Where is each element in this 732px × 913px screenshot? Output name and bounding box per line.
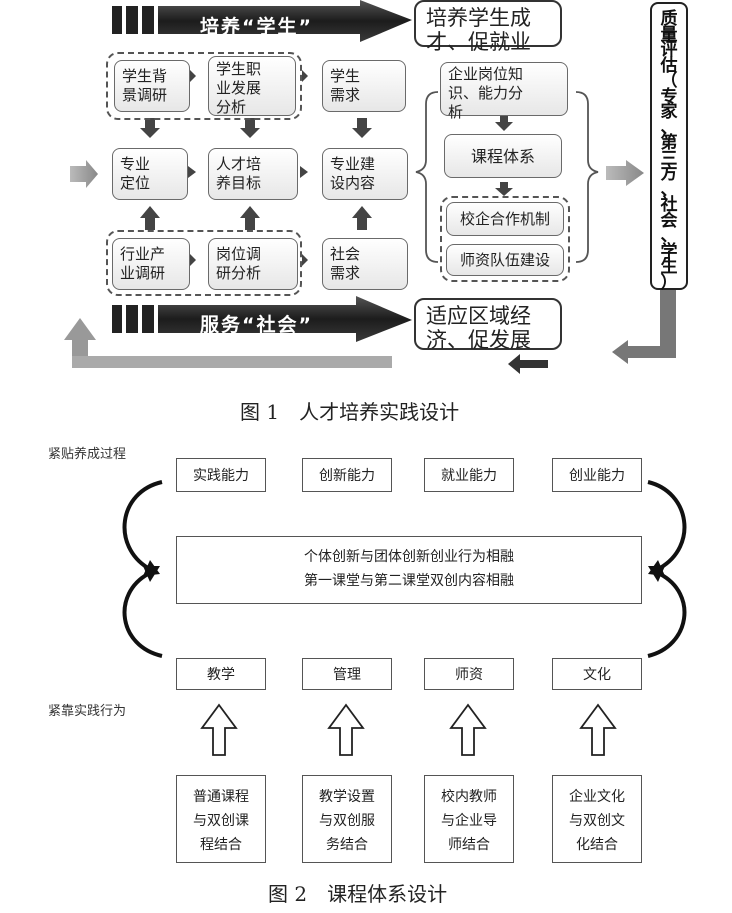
evaluation-char: 量 (660, 24, 678, 45)
evaluation-char: 方 (660, 164, 678, 184)
ability-innovation: 创新能力 (302, 458, 392, 492)
post-research-box: 岗位调 研分析 (208, 238, 298, 290)
label-practice-behavior: 紧靠实践行为 (48, 704, 127, 719)
evaluation-char: 生 (660, 257, 678, 277)
social-demand-box: 社会 需求 (322, 238, 408, 290)
cooperation-box: 校企合作机制 (446, 202, 564, 236)
hollow-up-arrows (200, 703, 617, 756)
ability-employment: 就业能力 (424, 458, 514, 492)
integration-line-1: 个体创新与团体创新创业行为相融 (304, 549, 514, 565)
feedback-arrow (612, 290, 676, 364)
base-course-combination: 普通课程 与双创课 程结合 (176, 775, 266, 863)
base-teacher-combination: 校内教师 与企业导 师结合 (424, 775, 514, 863)
evaluation-char: 三 (660, 148, 678, 169)
top-band-arrow (112, 0, 412, 42)
left-brace (415, 91, 439, 263)
dashed-group-right (440, 196, 570, 282)
figure1-caption: 图 1 人才培养实践设计 (240, 400, 460, 424)
ability-practice: 实践能力 (176, 458, 266, 492)
base-culture-combination: 企业文化 与双创文 化结合 (552, 775, 642, 863)
pillar-faculty: 师资 (424, 658, 514, 690)
base-service-combination: 教学设置 与双创服 务结合 (302, 775, 392, 863)
construction-content-box: 专业建 设内容 (322, 148, 408, 200)
evaluation-char: 学 (660, 241, 678, 262)
evaluation-char: 质 (660, 9, 678, 29)
goal-bottom-box: 适应区域经 济、促发展 (414, 298, 562, 352)
evaluation-char: 第 (660, 133, 678, 153)
curve-arrow-left-bottom (122, 572, 163, 658)
dashed-group-bottom (106, 230, 302, 296)
industry-research-box: 行业产 业调研 (112, 238, 190, 290)
pillar-teaching: 教学 (176, 658, 266, 690)
training-goal-box: 人才培 养目标 (208, 148, 298, 200)
goal-top-box: 培养学生成 才、促就业 (414, 0, 562, 54)
evaluation-char: ） (660, 272, 678, 293)
label-cultivation-process: 紧贴养成过程 (48, 447, 127, 462)
input-arrow (70, 160, 98, 188)
band-bottom-label: 服务“社会” (200, 314, 313, 336)
evaluation-char: 专 (660, 86, 678, 107)
enterprise-knowledge-box: 企业岗位知 识、能力分 析 (440, 62, 568, 121)
evaluation-char: 会 (660, 210, 678, 231)
evaluation-char: 、 (660, 117, 678, 138)
faculty-box: 师资队伍建设 (446, 244, 564, 276)
curve-arrow-left-top (122, 480, 163, 570)
student-demand-box: 学生 需求 (322, 60, 406, 112)
figure2-caption: 图 2 课程体系设计 (268, 882, 448, 906)
small-back-arrow (508, 354, 548, 374)
evaluation-char: 估 (660, 55, 678, 76)
ability-entrepreneurship: 创业能力 (552, 458, 642, 492)
evaluation-char: 、 (660, 226, 678, 246)
integration-box: 个体创新与团体创新创业行为相融 第一课堂与第二课堂双创内容相融 (176, 536, 642, 604)
loop-bottom-bar (72, 356, 392, 368)
bottom-band-arrow (112, 296, 412, 342)
right-brace (575, 91, 599, 263)
student-career-box: 学生职 业发展 分析 (208, 56, 296, 116)
evaluation-char: 家 (660, 102, 678, 122)
curriculum-box: 课程体系 (444, 134, 562, 178)
right-arrows-row2 (188, 70, 308, 266)
evaluation-char: （ (660, 71, 678, 91)
evaluation-char: 评 (660, 40, 678, 60)
quality-evaluation-box: 质量评估（专家、第三方、社会、学生） (650, 2, 688, 293)
to-evaluation-arrow (606, 160, 644, 186)
integration-line-2: 第一课堂与第二课堂双创内容相融 (304, 573, 514, 589)
pillar-management: 管理 (302, 658, 392, 690)
right-column-arrows (495, 115, 513, 196)
student-background-box: 学生背 景调研 (114, 60, 190, 112)
band-top-label: 培养“学生” (200, 16, 313, 38)
pillar-culture: 文化 (552, 658, 642, 690)
curve-arrow-right-top (647, 480, 687, 570)
evaluation-char: 、 (660, 179, 678, 200)
loop-up-arrow (64, 318, 96, 368)
down-arrows-upper (140, 118, 372, 138)
dashed-group-top (106, 52, 302, 120)
curve-arrow-right-bottom (647, 572, 687, 658)
evaluation-char: 社 (660, 195, 678, 215)
major-position-box: 专业 定位 (112, 148, 188, 200)
up-arrows-lower (140, 206, 372, 230)
